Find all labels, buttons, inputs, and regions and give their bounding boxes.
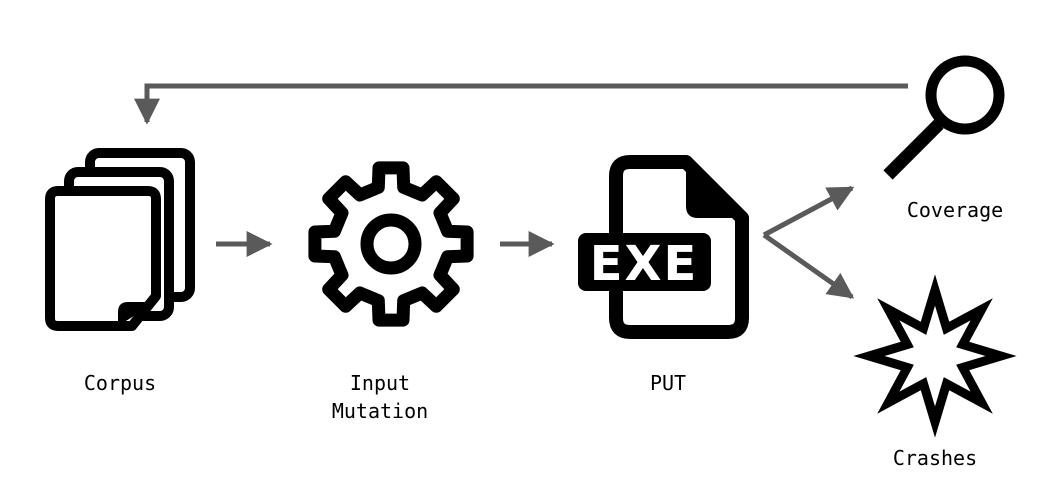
feedback-arrow (134, 83, 908, 125)
coverage-label: Coverage (906, 198, 1004, 222)
crashes-label: Crashes (892, 446, 978, 470)
gear-icon (308, 161, 474, 327)
exe-badge: EXE (590, 236, 699, 292)
mutation-label-line2: Mutation (331, 399, 429, 423)
exe-file-icon: EXE (578, 155, 749, 339)
arrow-put-to-coverage (762, 185, 855, 238)
explosion-icon (853, 274, 1017, 438)
corpus-label: Corpus (83, 371, 157, 395)
documents-stack-icon (45, 148, 195, 331)
arrow-put-to-crashes (762, 232, 855, 300)
mutation-label-line1: Input (349, 371, 411, 395)
put-label: PUT (649, 371, 687, 395)
magnifier-icon (883, 55, 1005, 180)
